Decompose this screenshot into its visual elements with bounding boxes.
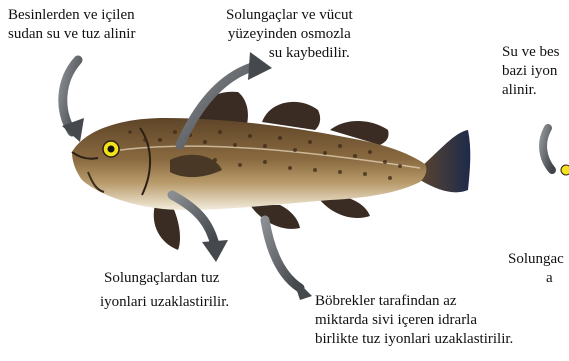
label-line: Solungac <box>508 250 564 269</box>
label-line: sudan su ve tuz alinir <box>8 25 135 44</box>
curved-arrow-right <box>543 128 552 170</box>
tail-fin <box>420 130 470 192</box>
label-gill-ion-removal: Solungaçlardan tuz iyonlari uzaklastiril… <box>100 266 229 314</box>
label-line: yüzeyinden osmozla <box>226 25 353 44</box>
label-line: su kaybedilir. <box>226 44 353 63</box>
cod-fish-illustration <box>72 92 470 250</box>
pelvic-fin <box>154 205 180 250</box>
fish-pupil <box>108 146 115 153</box>
label-line: birlikte tuz iyonlari uzaklastirilir. <box>315 330 513 349</box>
curved-arrow-kidney <box>265 220 300 288</box>
label-line: a <box>508 269 564 288</box>
label-right-partial-bottom: Solungac a <box>508 250 564 288</box>
label-intake-food-water: Besinlerden ve içilen sudan su ve tuz al… <box>8 6 135 44</box>
label-line: Böbrekler tarafindan az <box>315 292 513 311</box>
anal-fin-1 <box>250 205 300 229</box>
label-line: Su ve bes <box>502 43 560 62</box>
right-partial-eye <box>561 165 569 175</box>
arrowhead-gill <box>202 240 228 262</box>
label-kidney-excretion: Böbrekler tarafindan az miktarda sivi iç… <box>315 292 513 349</box>
label-line: miktarda sivi içeren idrarla <box>315 311 513 330</box>
label-line: iyonlari uzaklastirilir. <box>100 290 229 314</box>
label-line: Solungaçlar ve vücut <box>226 6 353 25</box>
label-line: Solungaçlardan tuz <box>100 266 229 290</box>
label-right-partial-top: Su ve bes bazi iyon alinir. <box>502 43 560 100</box>
label-line: alinir. <box>502 81 560 100</box>
label-osmotic-loss: Solungaçlar ve vücut yüzeyinden osmozla … <box>226 6 353 63</box>
label-line: bazi iyon <box>502 62 560 81</box>
label-line: Besinlerden ve içilen <box>8 6 135 25</box>
